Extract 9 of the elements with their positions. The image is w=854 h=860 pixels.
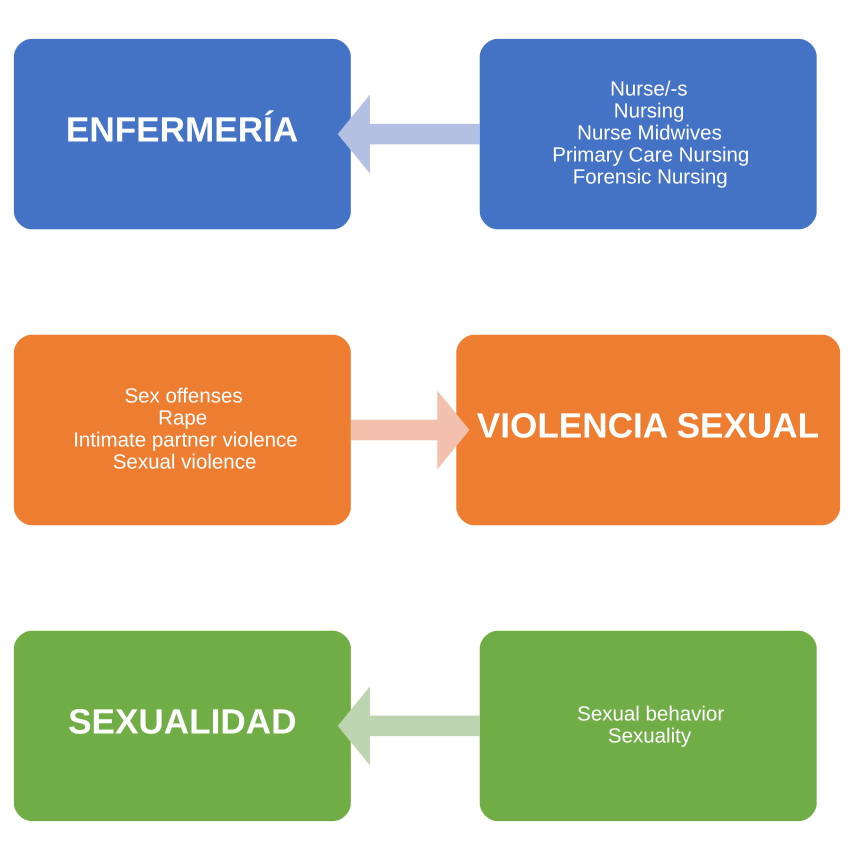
node-box: SEXUALIDAD — [14, 630, 351, 822]
node-box: Nurse/-s Nursing Nurse Midwives Primary Care Nursing Forensic Nursing — [480, 38, 817, 230]
arrow — [350, 390, 470, 470]
arrow — [338, 686, 480, 766]
node-box: Sexual behavior Sexuality — [480, 630, 817, 822]
arrow — [338, 94, 480, 174]
node-box: ENFERMERÍA — [14, 38, 351, 230]
node-box: VIOLENCIA SEXUAL — [456, 334, 840, 526]
node-box: Sex offenses Rape Intimate partner violence Sexual violence — [14, 334, 351, 526]
